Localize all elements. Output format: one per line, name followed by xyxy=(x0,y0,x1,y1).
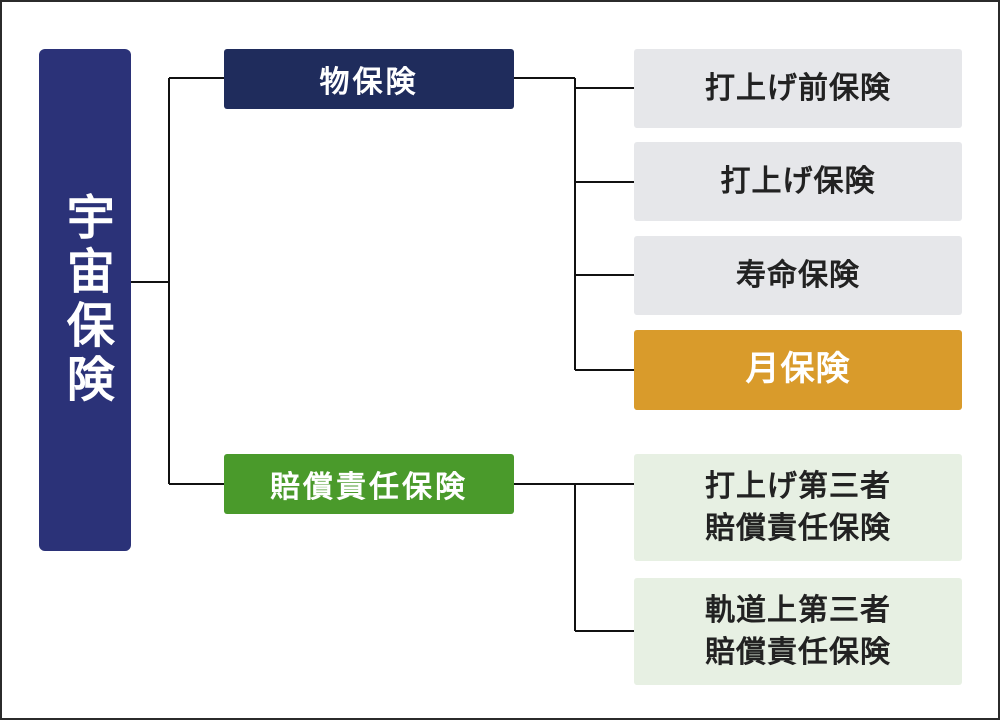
leaf-label: 打上げ前保険 xyxy=(705,70,891,106)
leaf-label: 月保険 xyxy=(745,349,851,390)
leaf-label: 打上げ保険 xyxy=(720,163,876,199)
leaf-label: 寿命保険 xyxy=(736,257,860,293)
leaf-life-insurance: 寿命保険 xyxy=(634,236,962,315)
leaf-moon-insurance: 月保険 xyxy=(634,330,962,410)
category-liability-label: 賠償責任保険 xyxy=(270,470,468,505)
leaf-label-line2: 賠償責任保険 xyxy=(705,510,891,546)
category-liability-insurance: 賠償責任保険 xyxy=(224,454,514,514)
leaf-label-line1: 軌道上第三者 xyxy=(705,592,891,628)
leaf-label-line1: 打上げ第三者 xyxy=(705,468,891,504)
leaf-launch-insurance: 打上げ保険 xyxy=(634,142,962,221)
leaf-pre-launch-insurance: 打上げ前保険 xyxy=(634,49,962,128)
category-property-label: 物保険 xyxy=(319,65,419,100)
root-label: 宇宙保険 xyxy=(57,192,114,408)
category-property-insurance: 物保険 xyxy=(224,49,514,109)
leaf-label-line2: 賠償責任保険 xyxy=(705,634,891,670)
root-box-space-insurance: 宇宙保険 xyxy=(39,49,131,551)
leaf-orbit-third-party-liability: 軌道上第三者 賠償責任保険 xyxy=(634,578,962,685)
leaf-launch-third-party-liability: 打上げ第三者 賠償責任保険 xyxy=(634,454,962,561)
